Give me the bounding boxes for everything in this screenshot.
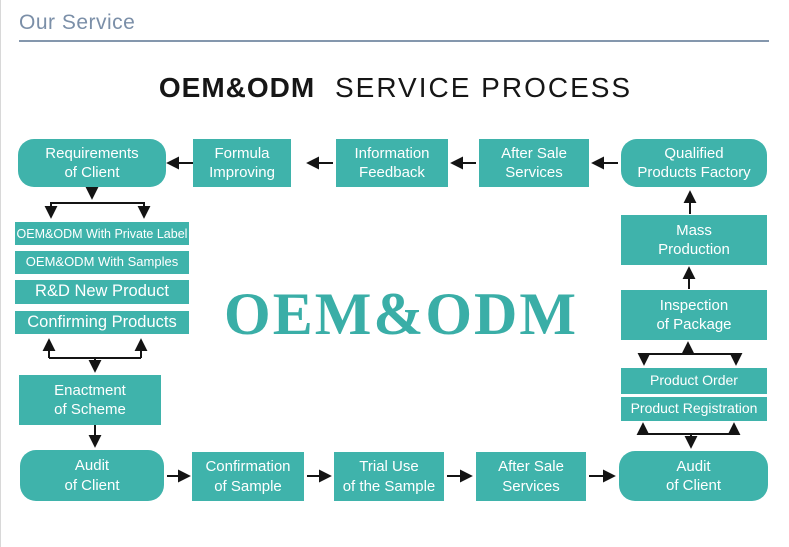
node-enactment-of-scheme: Enactment of Scheme [19,375,161,425]
node-qualified-products-factory: Qualified Products Factory [621,139,767,187]
node-information-feedback: Information Feedback [336,139,448,187]
node-audit-of-client-right: Audit of Client [619,451,768,501]
node-product-registration: Product Registration [621,397,767,421]
node-rd-new-product: R&D New Product [15,280,189,304]
node-inspection-of-package: Inspection of Package [621,290,767,340]
oem-odm-watermark: OEM&ODM [224,281,578,347]
node-product-order: Product Order [621,368,767,394]
node-after-sale-services-bottom: After Sale Services [476,452,586,501]
node-audit-of-client-left: Audit of Client [20,450,164,501]
node-oem-odm-private-label: OEM&ODM With Private Label [15,222,189,245]
node-after-sale-services-top: After Sale Services [479,139,589,187]
node-confirmation-of-sample: Confirmation of Sample [192,452,304,501]
diagram-title: OEM&ODM SERVICE PROCESS [1,72,789,104]
node-requirements-of-client: Requirements of Client [18,139,166,187]
node-mass-production: Mass Production [621,215,767,265]
node-oem-odm-with-samples: OEM&ODM With Samples [15,251,189,274]
node-confirming-products: Confirming Products [15,311,189,334]
node-formula-improving: Formula Improving [193,139,291,187]
diagram-title-text: SERVICE PROCESS [334,72,633,103]
node-trial-use-of-sample: Trial Use of the Sample [334,452,444,501]
diagram-title-brand: OEM&ODM [158,72,316,103]
section-title: Our Service [19,11,136,34]
section-divider [19,40,769,42]
